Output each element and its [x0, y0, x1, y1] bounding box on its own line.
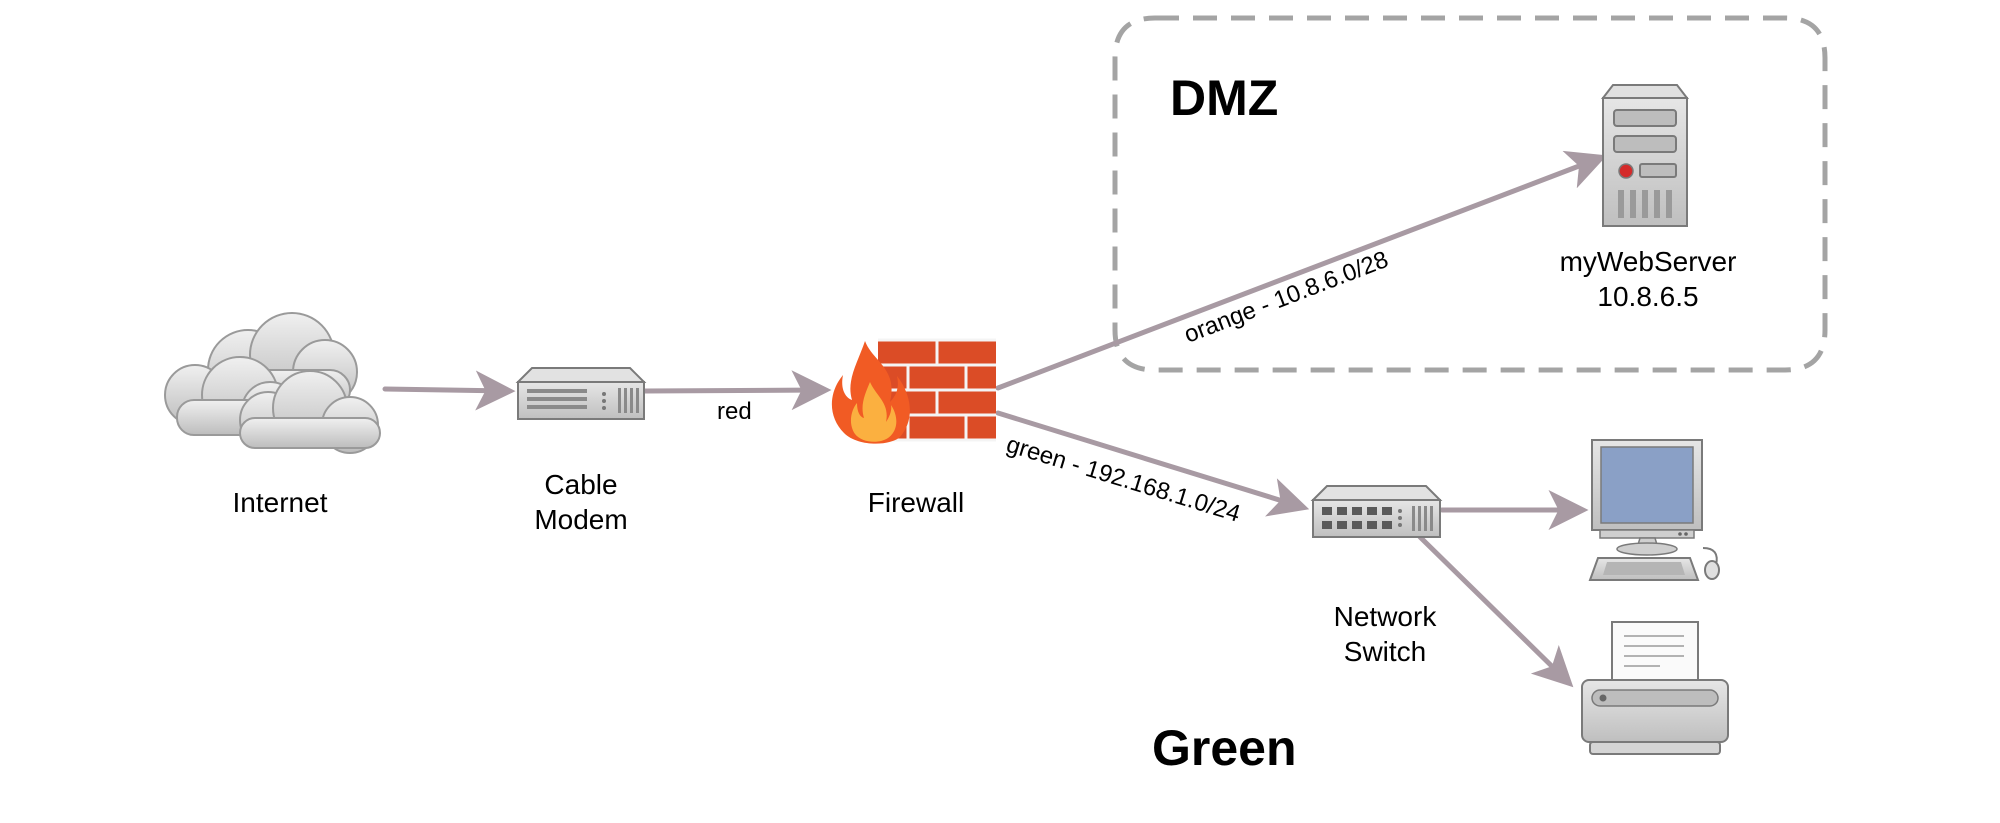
- web-server-label-line1: myWebServer: [1560, 246, 1737, 277]
- connectors: [382, 150, 1608, 688]
- network-switch-label-line2: Switch: [1344, 636, 1426, 667]
- cable-modem-label-line1: Cable: [544, 469, 617, 500]
- power-led-icon: [1618, 163, 1634, 179]
- workstation-icon[interactable]: [1588, 439, 1720, 581]
- web-server-icon[interactable]: [1600, 84, 1690, 227]
- connector-internet-to-modem[interactable]: [382, 370, 516, 411]
- connector-modem-to-firewall[interactable]: [642, 370, 832, 411]
- dmz-zone-border: [1112, 15, 1828, 373]
- dmz-zone: DMZ: [1112, 15, 1828, 373]
- internet-cloud-icon[interactable]: [164, 312, 381, 454]
- edge-label-orange: orange - 10.8.6.0/28: [1180, 246, 1391, 349]
- cable-modem-icon[interactable]: [515, 367, 647, 420]
- web-server-label-line2: 10.8.6.5: [1597, 281, 1698, 312]
- connector-firewall-to-server[interactable]: [995, 150, 1608, 391]
- connector-switch-to-printer[interactable]: [1417, 534, 1574, 688]
- cable-modem-label-line2: Modem: [534, 504, 627, 535]
- internet-label: Internet: [233, 487, 328, 518]
- dmz-zone-title: DMZ: [1170, 70, 1278, 126]
- edge-label-red: red: [717, 398, 752, 425]
- connector-firewall-to-switch[interactable]: [995, 410, 1310, 517]
- network-switch-icon[interactable]: [1310, 485, 1443, 538]
- firewall-label: Firewall: [868, 487, 964, 518]
- printer-icon[interactable]: [1581, 621, 1729, 755]
- network-switch-label-line1: Network: [1334, 601, 1438, 632]
- green-zone-title: Green: [1152, 720, 1297, 776]
- firewall-icon[interactable]: [831, 338, 996, 444]
